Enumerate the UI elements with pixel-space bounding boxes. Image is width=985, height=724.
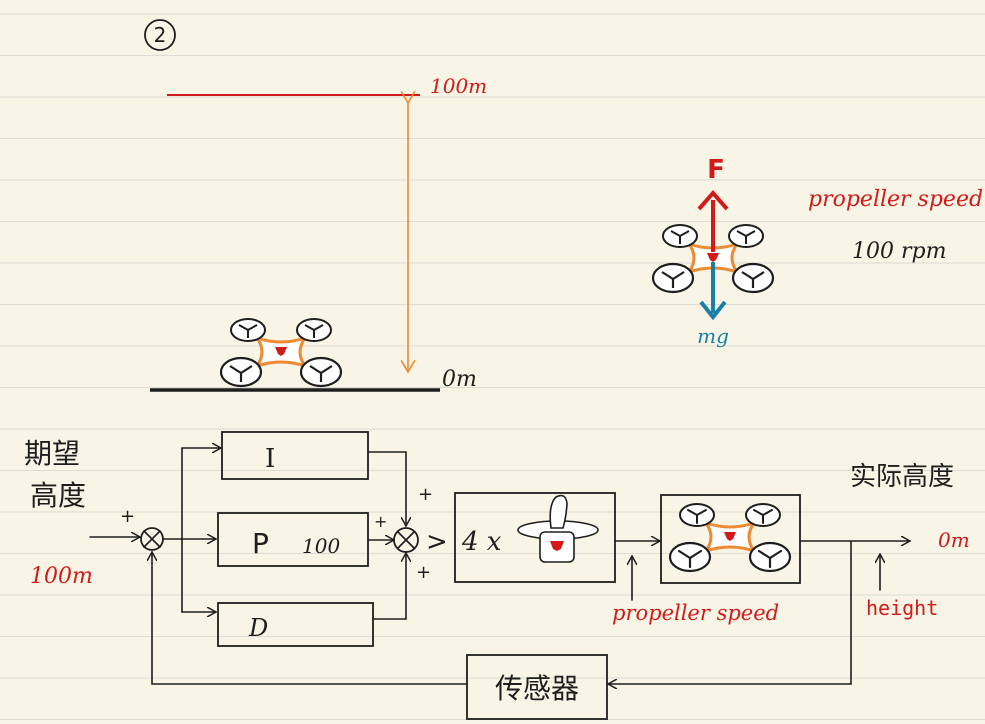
integral-block [221, 431, 369, 480]
sensor-block [466, 654, 608, 720]
drone-on-ground [221, 319, 341, 386]
altitude-scene: 100m 0m [150, 74, 487, 392]
derivative-label: D [248, 614, 268, 642]
proportional-block [217, 512, 369, 567]
output-title: 实际高度 [850, 462, 954, 492]
thrust-label: F [707, 155, 725, 185]
proportional-label: P [252, 527, 269, 560]
derivative-block [217, 602, 374, 647]
sum2-plus-top: + [418, 484, 433, 505]
propeller-speed-title: propeller speed [808, 187, 983, 212]
force-diagram: F mg propeller speed 100 rpm [653, 155, 983, 348]
input-label-line1: 期望 [24, 437, 80, 470]
branch-lines [162, 447, 183, 613]
integral-label: I [265, 444, 275, 474]
drone-plant-block [660, 494, 801, 584]
d-output-line [372, 553, 406, 620]
gravity-arrow-head [699, 300, 727, 321]
ground-altitude-label: 0m [442, 367, 477, 392]
drone-plant-icon [670, 504, 790, 571]
step-number-badge: 2 [144, 19, 176, 51]
output-value: 0m [938, 528, 970, 552]
height-signal-label: height [866, 596, 938, 620]
gravity-label: mg [697, 324, 729, 348]
propeller-speed-signal-label: propeller speed [612, 601, 779, 625]
sum2-plus-bottom: + [416, 562, 431, 583]
summing-junction-2 [393, 527, 419, 553]
thrust-arrow-head [697, 189, 729, 211]
summing-junction-1 [140, 527, 164, 551]
proportional-gain: 100 [302, 534, 340, 558]
i-output-line [367, 451, 406, 526]
paper-rule-lines [0, 13, 985, 720]
motor-block [454, 492, 616, 583]
step-number: 2 [154, 23, 167, 47]
sum1-plus-sign: + [120, 506, 135, 527]
control-block-diagram: 期望 高度 100m + I P 100 D + + + [24, 431, 970, 720]
motor-count-label: 4 x [461, 527, 502, 557]
saturation-symbol: > [426, 527, 448, 557]
input-label-line2: 高度 [30, 479, 86, 512]
top-altitude-label: 100m [430, 74, 487, 98]
feedback-return-line [152, 552, 468, 685]
sensor-label: 传感器 [495, 672, 579, 705]
propeller-speed-value: 100 rpm [852, 239, 946, 264]
feedback-to-sensor-line [608, 540, 852, 684]
motor-icon [517, 494, 599, 563]
input-value: 100m [30, 564, 93, 589]
sum2-plus-left: + [374, 512, 387, 531]
